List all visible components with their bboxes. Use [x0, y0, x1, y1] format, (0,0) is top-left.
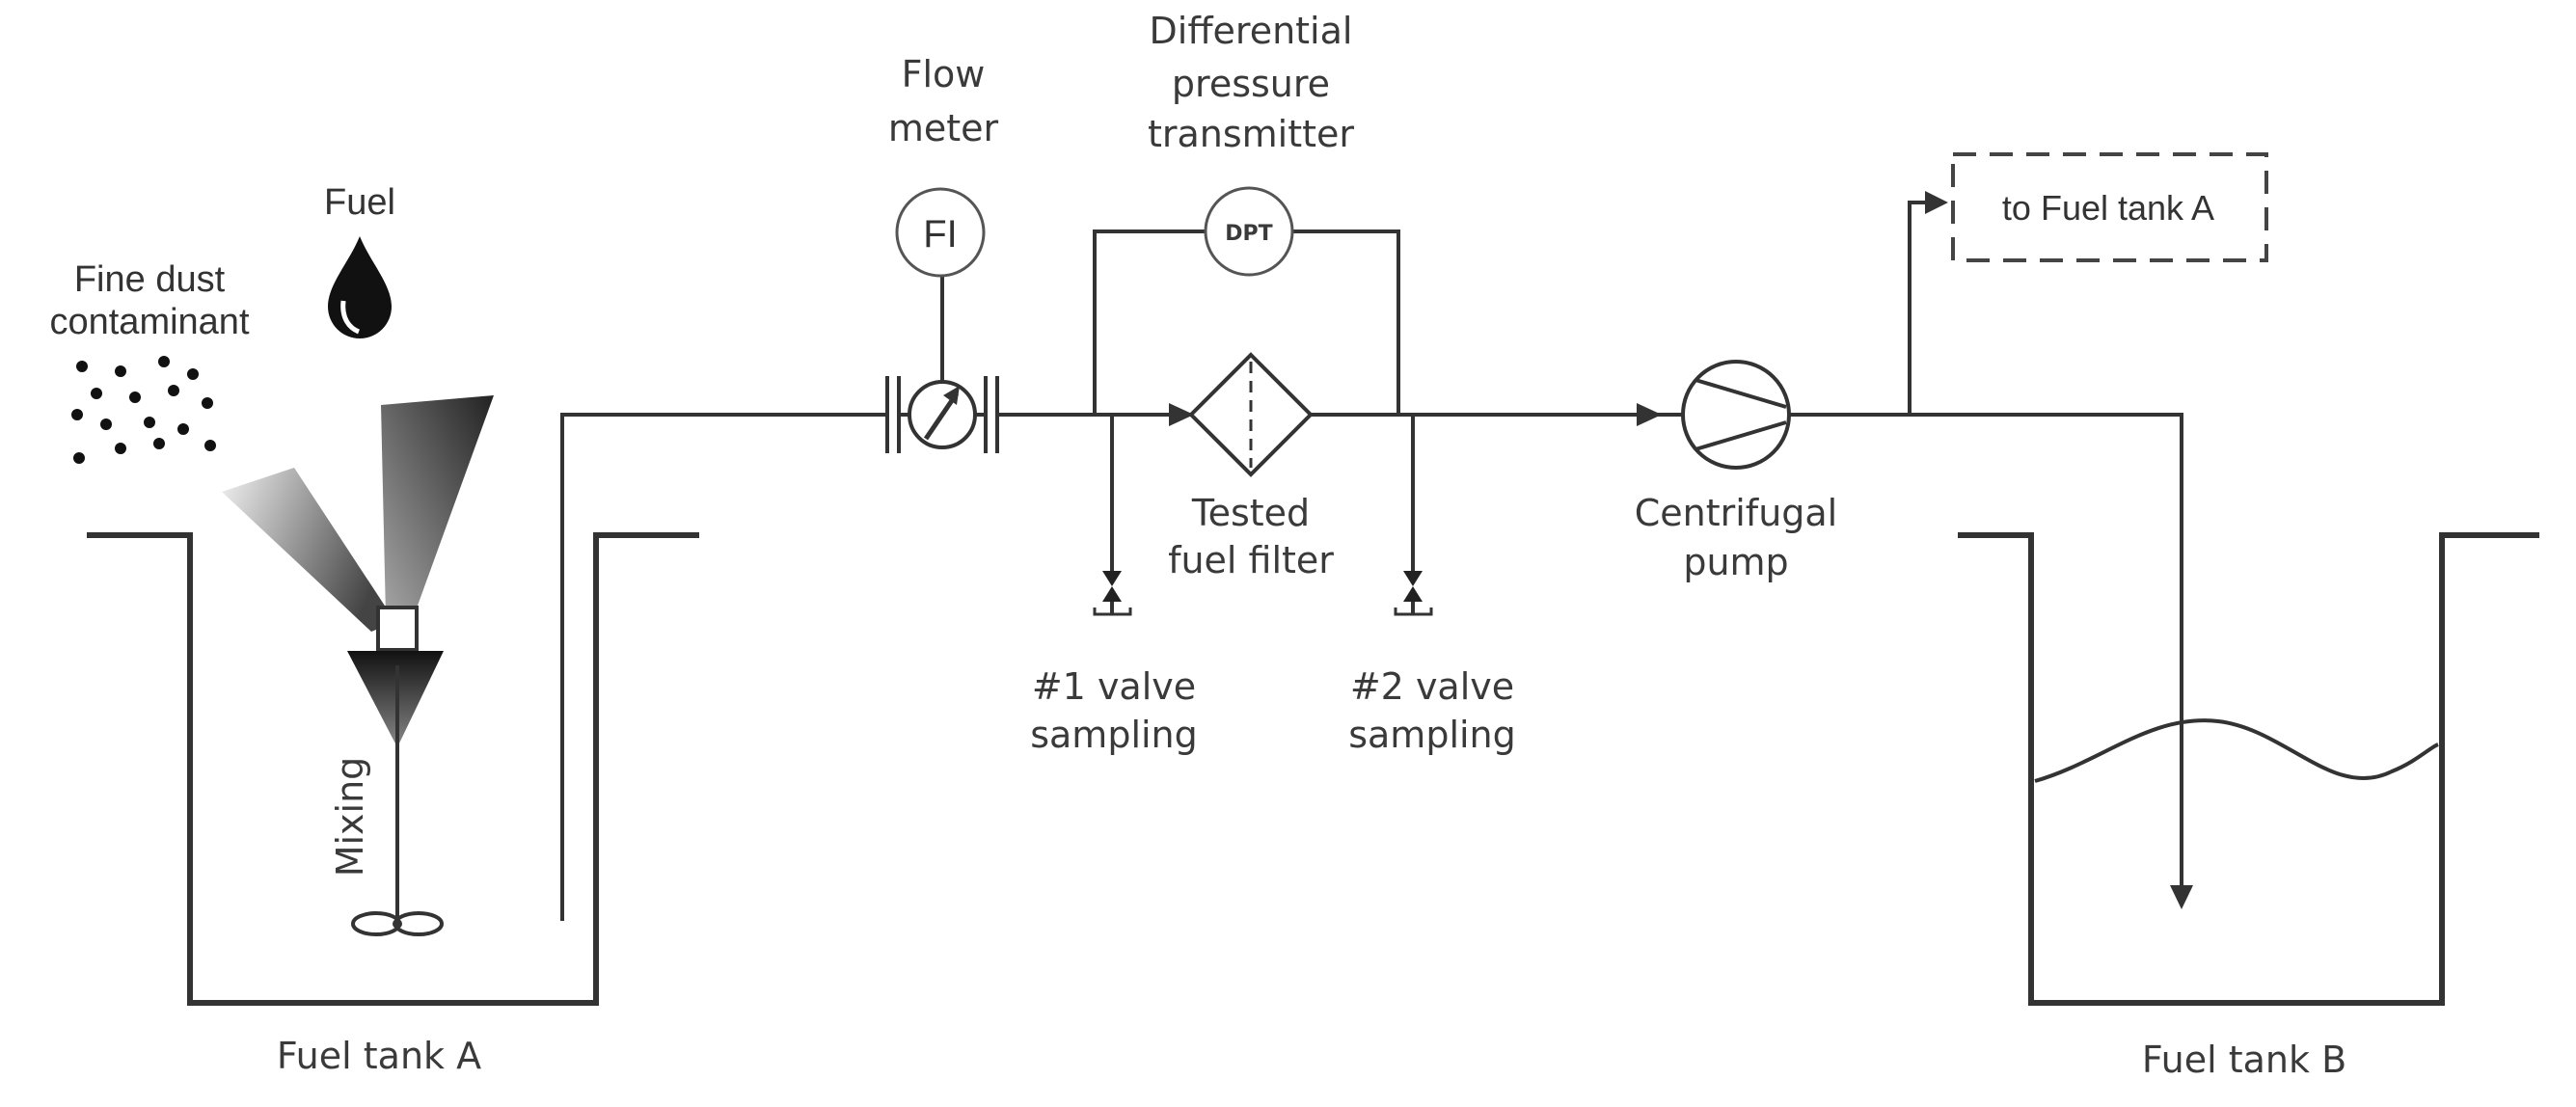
dust-particles-icon: [71, 356, 216, 464]
pump-label-line2: pump: [1683, 541, 1788, 583]
valve2-label-line2: sampling: [1348, 714, 1516, 756]
mixing-funnel: [222, 395, 494, 747]
flow-indicator-bubble: FI: [895, 187, 986, 278]
flow-meter: FI: [885, 187, 999, 453]
sampling-valve-icon: [1403, 571, 1423, 602]
sampling-valve-2: [1394, 415, 1433, 616]
flow-indicator-tag: FI: [923, 213, 958, 256]
main-pipe-2: [1311, 403, 1683, 426]
filter-label-line2: fuel filter: [1168, 539, 1334, 581]
mixer: [351, 665, 444, 936]
pump-label-line1: Centrifugal: [1635, 492, 1838, 534]
fuel-tank-b-label: Fuel tank B: [2142, 1039, 2346, 1081]
return-box: [1951, 152, 2268, 262]
fuel-tank-b: [1958, 532, 2539, 1006]
fine-dust-label-line2: contaminant: [49, 302, 249, 342]
propeller-icon: [351, 911, 444, 936]
valve1-label-line1: #1 valve: [1032, 665, 1196, 708]
return-box-label: to Fuel tank A: [2002, 188, 2214, 228]
fuel-tank-a: [87, 532, 699, 1006]
dpt-label-line3: transmitter: [1148, 113, 1354, 155]
sampling-valve-1: [1093, 415, 1132, 616]
fuel-label: Fuel: [324, 182, 395, 223]
discharge-pipe: [1789, 413, 2193, 909]
flow-meter-label-line1: Flow: [902, 53, 986, 95]
filter-icon: [1188, 352, 1314, 477]
sampling-valve-icon: [1102, 571, 1122, 602]
centrifugal-pump-icon: [1681, 360, 1791, 470]
valve2-label-line1: #2 valve: [1350, 665, 1514, 708]
flow-meter-icon: [908, 380, 977, 449]
filter-label-line1: Tested: [1191, 492, 1310, 534]
fuel-drop-icon: [328, 236, 392, 338]
dpt-label-line1: Differential: [1150, 10, 1353, 52]
dpt-label-line2: pressure: [1172, 63, 1330, 105]
suction-pipe: [560, 413, 887, 921]
dpt-loop: DPT: [1093, 186, 1400, 415]
return-branch: to Fuel tank A: [1908, 152, 2268, 415]
fuel-tank-a-label: Fuel tank A: [277, 1035, 481, 1077]
dpt-tag: DPT: [1225, 222, 1272, 246]
valve1-label-line2: sampling: [1030, 714, 1198, 756]
flow-meter-label-line2: meter: [888, 107, 999, 149]
mixing-label: Mixing: [329, 757, 371, 878]
fine-dust-label-line1: Fine dust: [74, 259, 226, 300]
